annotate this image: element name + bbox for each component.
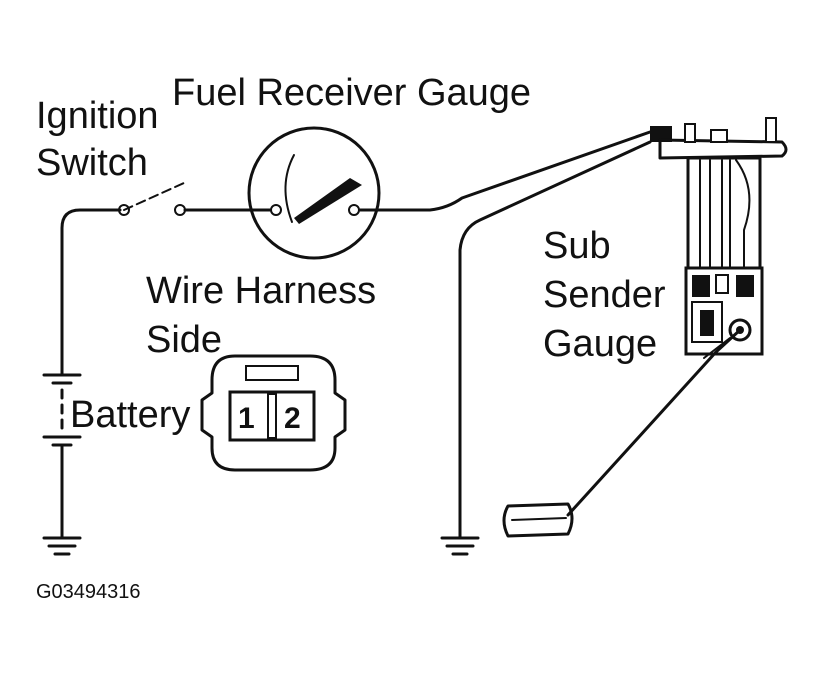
ground-symbol-right: [440, 536, 480, 556]
ground-symbol-left: [42, 536, 82, 556]
sender-label: Sender: [543, 274, 666, 316]
sender-ground-wire: [458, 140, 652, 540]
connector-pin-2-label: 2: [284, 402, 301, 435]
fuel-receiver-gauge-dial: [247, 126, 381, 260]
switch-label: Switch: [36, 142, 148, 184]
left-wire: [60, 208, 122, 540]
sub-sender-gauge-assembly: [502, 117, 788, 538]
wire-harness-connector: 1 2: [200, 354, 347, 472]
side-label: Side: [146, 319, 222, 361]
battery-label: Battery: [70, 394, 190, 436]
fuel-float: [502, 502, 574, 538]
gauge-needle: [294, 178, 362, 224]
figure-code: G03494316: [36, 581, 141, 603]
ignition-switch-symbol: [118, 182, 272, 216]
wire-harness-label: Wire Harness: [146, 270, 376, 312]
connector-pin-1-label: 1: [238, 402, 255, 435]
ignition-label: Ignition: [36, 95, 159, 137]
gauge-label: Gauge: [543, 323, 657, 365]
battery-symbol: [42, 373, 82, 447]
sub-label: Sub: [543, 225, 611, 267]
fuel-receiver-gauge-label: Fuel Receiver Gauge: [172, 72, 531, 114]
gauge-to-sender-wire: [358, 130, 652, 212]
